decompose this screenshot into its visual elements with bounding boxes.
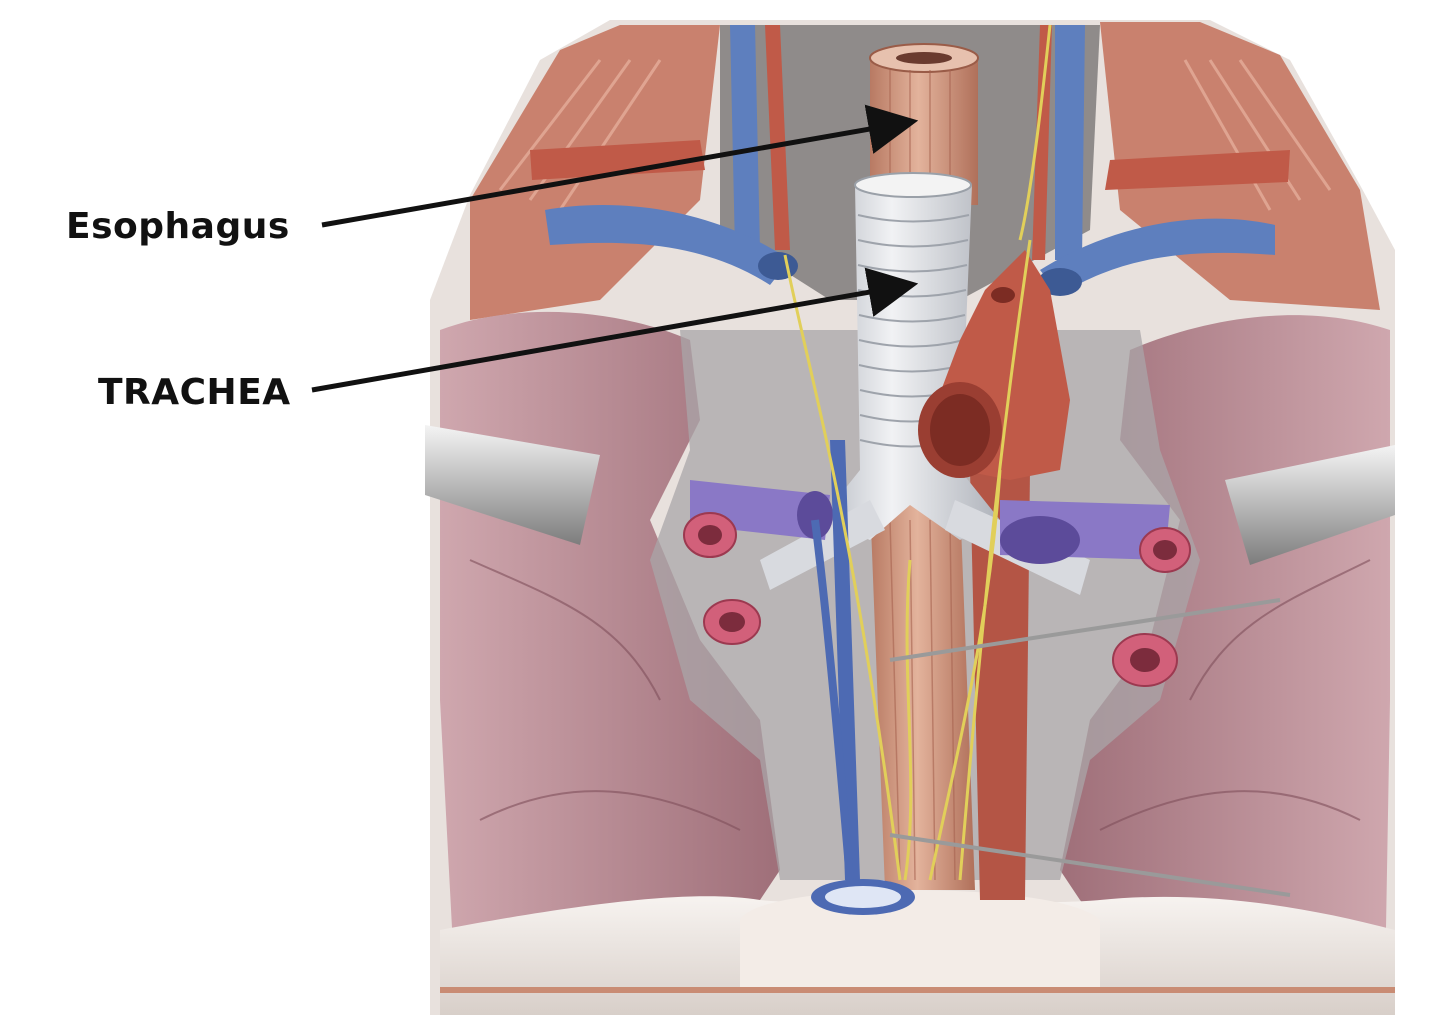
trachea-label: TRACHEA — [98, 372, 291, 413]
azygos-vein — [830, 440, 860, 880]
esophagus-label: Esophagus — [66, 206, 290, 247]
left-main-bronchus — [760, 500, 885, 590]
left-retractor — [425, 425, 600, 545]
pin-upper — [889, 598, 1281, 662]
trachea-arrow — [311, 267, 919, 393]
trachea-top — [854, 172, 972, 198]
pin-lower — [889, 833, 1291, 897]
vagus-nerves — [783, 24, 1052, 881]
diaphragm-dome — [740, 890, 1100, 990]
left-common-carotid — [765, 25, 790, 250]
right-brachiocephalic-vein — [1040, 218, 1275, 295]
descending-aorta — [970, 470, 1030, 900]
left-brachiocephalic-vein — [545, 205, 790, 285]
right-common-carotid — [1032, 25, 1052, 260]
left-internal-jugular-vein — [730, 25, 760, 250]
esophagus-lower — [870, 500, 975, 890]
right-subclavian-artery — [1105, 150, 1290, 190]
right-internal-jugular-vein — [1055, 25, 1085, 260]
left-subclavian-artery — [530, 140, 705, 180]
esophagus-arrow — [321, 104, 919, 228]
right-retractor — [1225, 445, 1395, 565]
